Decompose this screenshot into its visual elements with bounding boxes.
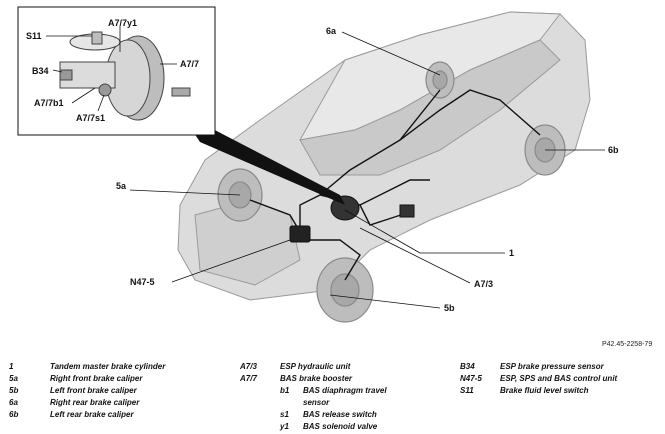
legend-text: BAS brake booster (280, 374, 353, 383)
legend-row: 5a Right front brake caliper (9, 373, 165, 385)
legend-code: N47-5 (460, 374, 482, 383)
inset-leaders (46, 26, 177, 112)
legend-row: A7/7 BAS brake booster (240, 373, 387, 385)
legend-text: Right rear brake caliper (50, 398, 140, 407)
callout-a7-7b1: A7/7b1 (34, 98, 64, 108)
legend-text: BAS diaphragm travel (303, 386, 387, 395)
legend-subcode: b1 (280, 386, 290, 395)
inset-pointer (180, 112, 345, 205)
legend-code: 1 (9, 362, 14, 371)
legend-text: BAS release switch (303, 410, 377, 419)
legend-subcode: y1 (280, 422, 289, 431)
legend-column-2: A7/3 ESP hydraulic unit A7/7 BAS brake boo… (240, 361, 387, 433)
legend-row: N47-5 ESP, SPS and BAS control unit (460, 373, 617, 385)
callout-5a: 5a (116, 181, 127, 191)
legend-text: ESP hydraulic unit (280, 362, 351, 371)
callout-5b: 5b (444, 303, 455, 313)
legend-row: 6a Right rear brake caliper (9, 397, 165, 409)
callout-a7-7: A7/7 (180, 59, 199, 69)
callout-6a: 6a (326, 26, 337, 36)
legend-text: Right front brake caliper (50, 374, 143, 383)
callout-b34: B34 (32, 66, 49, 76)
legend-row: s1 BAS release switch (240, 409, 387, 421)
figure-reference: P42.45-2258-79 (602, 341, 652, 348)
legend-row: 1 Tandem master brake cylinder (9, 361, 165, 373)
callout-a7-7y1: A7/7y1 (108, 18, 137, 28)
legend-row: S11 Brake fluid level switch (460, 385, 617, 397)
legend-text: sensor (303, 398, 330, 407)
callout-a7-7s1: A7/7s1 (76, 113, 105, 123)
legend-row: y1 BAS solenoid valve (240, 421, 387, 433)
legend-code: 5b (9, 386, 19, 395)
legend-text: Left front brake caliper (50, 386, 137, 395)
legend-code: A7/3 (240, 362, 257, 371)
legend-row: sensor (240, 397, 387, 409)
callout-a7-3: A7/3 (474, 279, 493, 289)
legend-row: 6b Left rear brake caliper (9, 409, 165, 421)
legend-subcode: s1 (280, 410, 289, 419)
legend-code: 5a (9, 374, 18, 383)
main-leaders (129, 31, 605, 309)
callout-s11: S11 (26, 31, 42, 41)
legend-code: A7/7 (240, 374, 257, 383)
legend-row: 5b Left front brake caliper (9, 385, 165, 397)
legend-column-3: B34 ESP brake pressure sensor N47-5 ESP, S… (460, 361, 617, 397)
legend-text: BAS solenoid valve (303, 422, 378, 431)
legend-code: 6a (9, 398, 18, 407)
brake-booster-detail (59, 31, 191, 121)
legend-row: B34 ESP brake pressure sensor (460, 361, 617, 373)
legend-text: ESP, SPS and BAS control unit (500, 374, 618, 383)
legend-code: S11 (460, 386, 474, 395)
legend-row: b1 BAS diaphragm travel (240, 385, 387, 397)
legend-text: Left rear brake caliper (50, 410, 134, 419)
legend-column-1: 1 Tandem master brake cylinder 5a Right fr… (9, 361, 165, 421)
callout-6b: 6b (608, 145, 619, 155)
callout-1: 1 (509, 248, 514, 258)
legend-code: B34 (460, 362, 475, 371)
legend-text: Brake fluid level switch (500, 386, 589, 395)
legend-text: Tandem master brake cylinder (50, 362, 166, 371)
inset-box: S11 A7/7y1 A7/7 B34 A7/7b1 A7/7s1 (17, 6, 216, 136)
legend-row: A7/3 ESP hydraulic unit (240, 361, 387, 373)
legend-code: 6b (9, 410, 19, 419)
legend-text: ESP brake pressure sensor (500, 362, 604, 371)
callout-n47-5: N47-5 (130, 277, 155, 287)
